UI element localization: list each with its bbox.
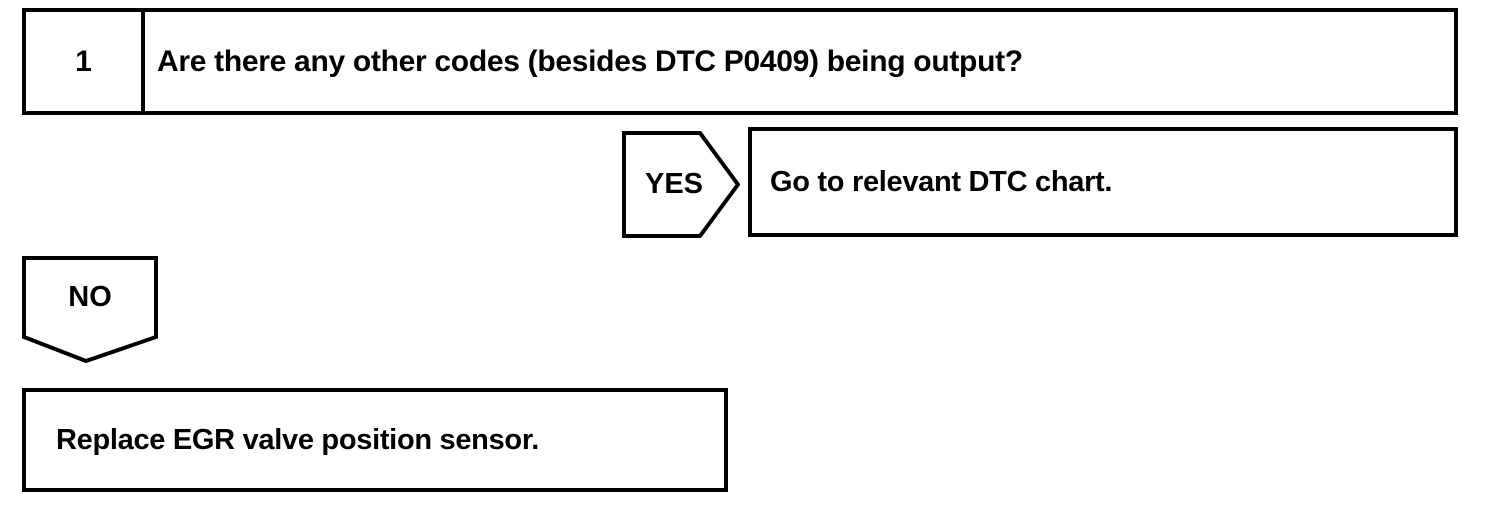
no-action-text: Replace EGR valve position sensor.: [56, 423, 539, 456]
step-question-cell: Are there any other codes (besides DTC P…: [145, 12, 1023, 111]
step-1-question-box: 1 Are there any other codes (besides DTC…: [22, 8, 1458, 115]
yes-action-box: Go to relevant DTC chart.: [748, 127, 1458, 237]
yes-action-text: Go to relevant DTC chart.: [770, 165, 1113, 198]
step-number-cell: 1: [26, 12, 145, 111]
yes-connector: YES: [622, 131, 740, 238]
no-pentagon-down-icon: [22, 256, 158, 363]
no-label: NO: [68, 280, 112, 313]
yes-pentagon-right-icon: [622, 131, 740, 238]
no-connector: NO: [22, 256, 158, 363]
step-number: 1: [75, 44, 92, 78]
yes-label: YES: [644, 168, 704, 200]
step-question-text: Are there any other codes (besides DTC P…: [157, 44, 1023, 78]
no-action-box: Replace EGR valve position sensor.: [22, 388, 728, 492]
